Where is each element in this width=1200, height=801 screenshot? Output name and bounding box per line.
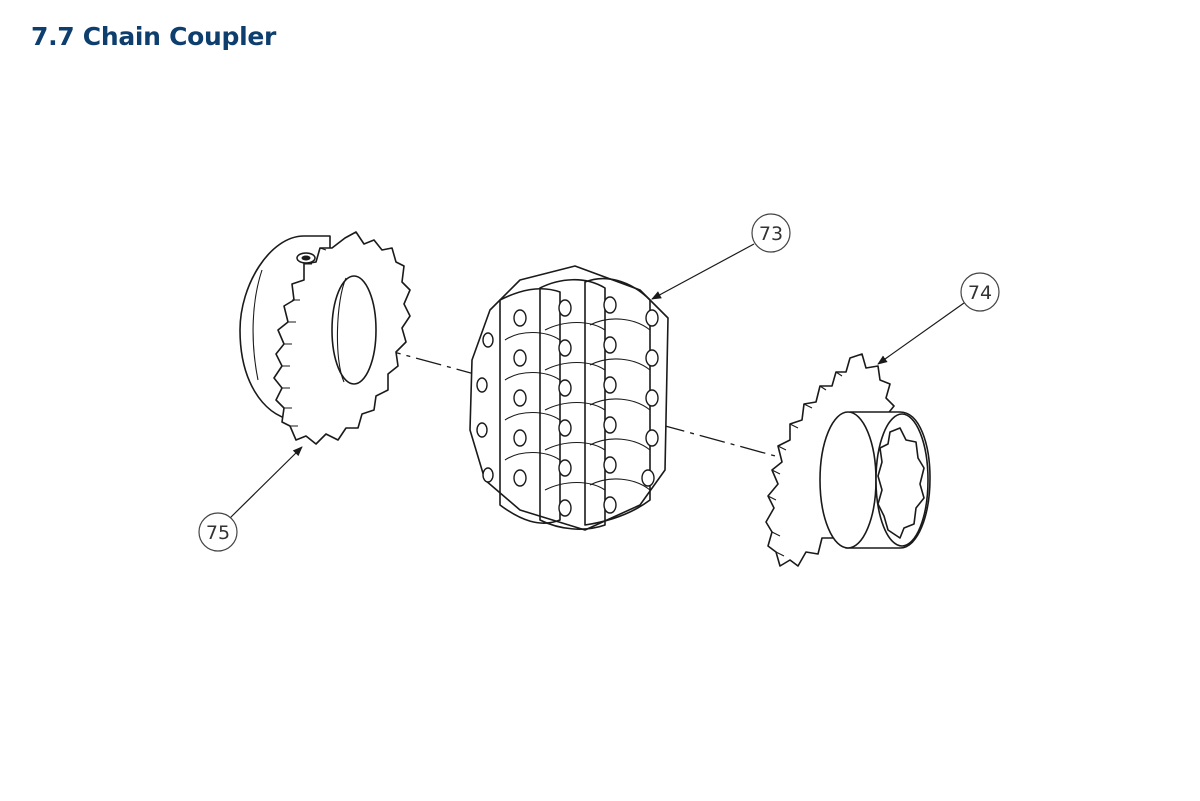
section-title: 7.7 Chain Coupler (31, 22, 277, 51)
part-73-roller-chain (469, 265, 669, 531)
callout-73-label: 73 (759, 223, 783, 245)
part-75-bored-sprocket (239, 231, 411, 445)
callout-74-label: 74 (968, 282, 992, 304)
callout-75: 75 (198, 446, 303, 552)
part-74-splined-sprocket (765, 353, 931, 567)
callout-74: 74 (877, 272, 1000, 365)
callout-75-label: 75 (206, 522, 230, 544)
callout-73: 73 (651, 213, 791, 300)
